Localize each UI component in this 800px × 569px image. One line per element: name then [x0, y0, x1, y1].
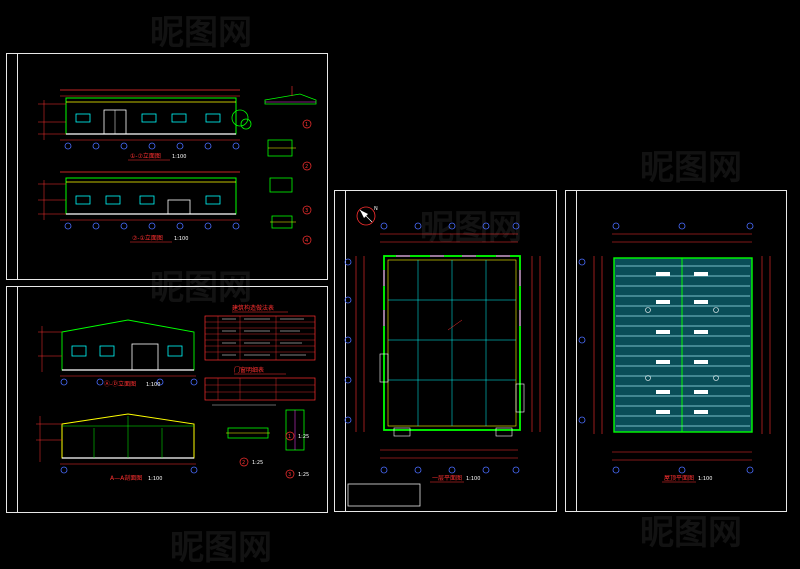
drawing-sheet-section	[6, 286, 328, 513]
schedule-title: 建筑构造做法表	[232, 304, 274, 312]
door-window-title: 门窗明细表	[234, 366, 264, 374]
detail-marker-4: 4	[305, 238, 308, 244]
door-window-table: 门窗明细表	[204, 366, 316, 406]
gable-elevation-scale: 1:100	[146, 382, 160, 388]
floor-plan-title: 一层平面图	[432, 475, 462, 482]
elevation-bottom: ⑦-①立面图 1:100	[38, 171, 240, 243]
detail-marker-s2-1: 1	[288, 434, 291, 440]
elevation-top: ①-⑦立面图 1:100	[38, 89, 252, 161]
detail-scale-c: 1:25	[298, 472, 309, 478]
elevation-bottom-scale: 1:100	[174, 236, 188, 242]
drawing-sheet-roof-plan	[565, 190, 787, 512]
north-label: N	[374, 206, 378, 212]
title-strip	[566, 191, 577, 511]
construction-schedule-table: 建筑构造做法表	[204, 304, 316, 361]
floor-plan-scale: 1:100	[466, 476, 480, 482]
detail-marker-3: 3	[305, 208, 308, 214]
detail-scale-a: 1:25	[298, 434, 309, 440]
elevation-gable: Ⓐ-Ⓓ立面图 1:100	[38, 319, 198, 388]
detail-marker-s2-2: 2	[242, 460, 245, 466]
north-arrow: N	[356, 206, 378, 226]
detail-marker-1: 1	[305, 122, 308, 128]
ground-floor-plan: 一层平面图 1:100	[344, 222, 541, 483]
elevation-top-scale: 1:100	[172, 154, 186, 160]
elevation-top-title: ①-⑦立面图	[130, 152, 161, 160]
drawing-sheet-floor-plan	[334, 190, 557, 512]
roof-plan: 屋顶平面图 1:100	[578, 222, 771, 483]
sheet2-details: 1 2 3 1:25 1:25 1:25	[226, 409, 309, 479]
section-title: A—A剖面图	[110, 474, 142, 482]
elevation-bottom-title: ⑦-①立面图	[132, 234, 163, 242]
gable-elevation-title: Ⓐ-Ⓓ立面图	[104, 380, 136, 388]
detail-scale-b: 1:25	[252, 460, 263, 466]
drawing-sheet-elevations	[6, 53, 328, 280]
detail-marker-2: 2	[305, 164, 308, 170]
title-block	[347, 483, 421, 507]
roof-plan-scale: 1:100	[698, 476, 712, 482]
sheet1-details: 1 2 3 4	[264, 86, 317, 245]
title-strip	[7, 287, 18, 512]
detail-marker-s2-3: 3	[288, 472, 291, 478]
section-scale: 1:100	[148, 476, 162, 482]
title-strip	[335, 191, 346, 511]
title-strip	[7, 54, 18, 279]
section-a-a: A—A剖面图 1:100	[36, 413, 198, 482]
roof-plan-title: 屋顶平面图	[664, 475, 694, 482]
